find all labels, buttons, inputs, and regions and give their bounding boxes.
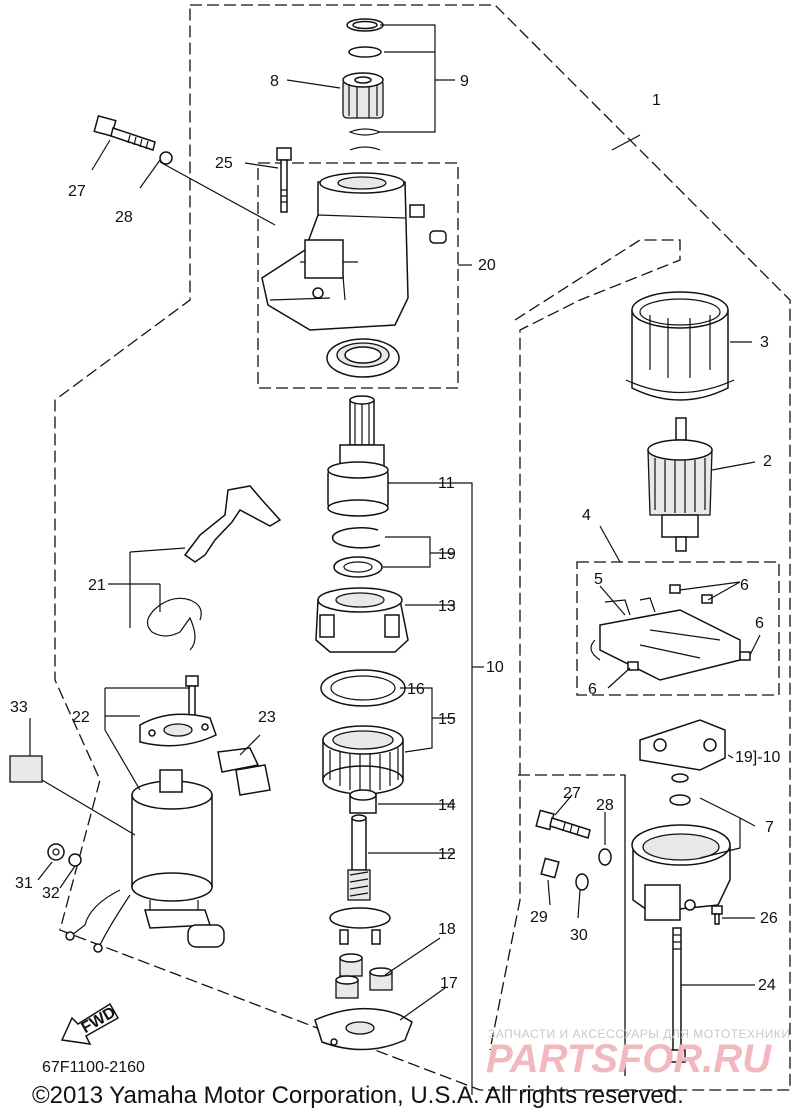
callouts: 1 2 3 4 5 6 6 6 7 8 9 10 19]-10 11 12 13… [10, 73, 780, 994]
copyright-text: ©2013 Yamaha Motor Corporation, U.S.A. A… [32, 1082, 684, 1109]
nut-31-washer-32 [47, 843, 82, 867]
callout-21: 21 [88, 577, 106, 594]
gear-housing-13 [315, 587, 409, 653]
end-cover-7 [631, 719, 731, 921]
part-24-outline [518, 774, 626, 1080]
callout-28a: 28 [115, 209, 133, 226]
callout-17: 17 [440, 975, 458, 992]
callout-7: 7 [765, 819, 774, 836]
bolt-27-top [93, 115, 173, 165]
svg-text:PARTSFOR.RU: PARTSFOR.RU [486, 1037, 772, 1081]
callout-15: 15 [438, 711, 456, 728]
callout-12: 12 [438, 846, 456, 863]
planet-gears-18 [335, 953, 393, 999]
callout-33: 33 [10, 699, 28, 716]
starter-motor-body [131, 769, 213, 929]
drive-assembly-11 [327, 395, 389, 517]
callout-22: 22 [72, 709, 90, 726]
kit-10-outline [489, 239, 681, 1051]
shift-lever-21 [146, 485, 282, 651]
callout-9: 9 [460, 73, 469, 90]
callout-16: 16 [407, 681, 425, 698]
cable [65, 889, 225, 953]
callout-28b: 28 [596, 797, 614, 814]
callout-5: 5 [594, 571, 603, 588]
callout-23: 23 [258, 709, 276, 726]
bolts-right [535, 809, 612, 891]
brush-holder-4 [590, 584, 751, 681]
callout-19: 19 [438, 546, 456, 563]
callout-18: 18 [438, 921, 456, 938]
bushing-14 [349, 789, 377, 814]
fwd-arrow: FWD [60, 1002, 120, 1045]
callout-6b: 6 [755, 615, 764, 632]
through-bolt-24 [668, 927, 686, 1063]
callout-10b: 19]-10 [735, 749, 780, 766]
callout-11: 11 [438, 475, 455, 492]
armature-2 [647, 417, 713, 552]
callout-2: 2 [763, 453, 772, 470]
yoke-3 [625, 291, 735, 401]
drive-housing-20 [261, 172, 447, 378]
label-33 [9, 755, 43, 783]
part-4-outline [576, 561, 780, 696]
part-20-outline [257, 162, 459, 389]
callout-6a: 6 [740, 577, 749, 594]
callout-29: 29 [530, 909, 548, 926]
svg-text:FWD: FWD [79, 1004, 119, 1037]
callout-1: 1 [652, 92, 661, 109]
callout-26: 26 [760, 910, 778, 927]
watermark: ЗАПЧАСТИ И АКСЕССУАРЫ ДЛЯ МОТОТЕХНИКИ PA… [486, 1027, 790, 1081]
callout-3: 3 [760, 334, 769, 351]
snap-ring-19 [331, 527, 383, 578]
callout-27a: 27 [68, 183, 86, 200]
callout-10a: 10 [486, 659, 504, 676]
shaft-12 [329, 814, 391, 945]
leader-lines [29, 24, 761, 1095]
callout-25: 25 [215, 155, 233, 172]
plate-17 [314, 1007, 413, 1051]
callout-20: 20 [478, 257, 496, 274]
assembly-outline [54, 4, 791, 1091]
grommets-23 [217, 747, 271, 796]
callout-24: 24 [758, 977, 776, 994]
bolt-25 [276, 147, 292, 213]
callout-13: 13 [438, 598, 456, 615]
callout-31: 31 [15, 875, 33, 892]
screw-26 [711, 905, 723, 925]
diagram-code: 67F1100-2160 [42, 1059, 145, 1076]
svg-text:ЗАПЧАСТИ И АКСЕССУАРЫ ДЛЯ МОТО: ЗАПЧАСТИ И АКСЕССУАРЫ ДЛЯ МОТОТЕХНИКИ [488, 1027, 790, 1041]
pinion-gear-group [342, 18, 384, 151]
bracket-22 [139, 675, 217, 747]
callout-6c: 6 [588, 681, 597, 698]
callout-4: 4 [582, 507, 591, 524]
callout-27b: 27 [563, 785, 581, 802]
callout-8: 8 [270, 73, 279, 90]
callout-14: 14 [438, 797, 456, 814]
callout-30: 30 [570, 927, 588, 944]
callout-32: 32 [42, 885, 60, 902]
planetary-gear-15 [320, 669, 406, 795]
